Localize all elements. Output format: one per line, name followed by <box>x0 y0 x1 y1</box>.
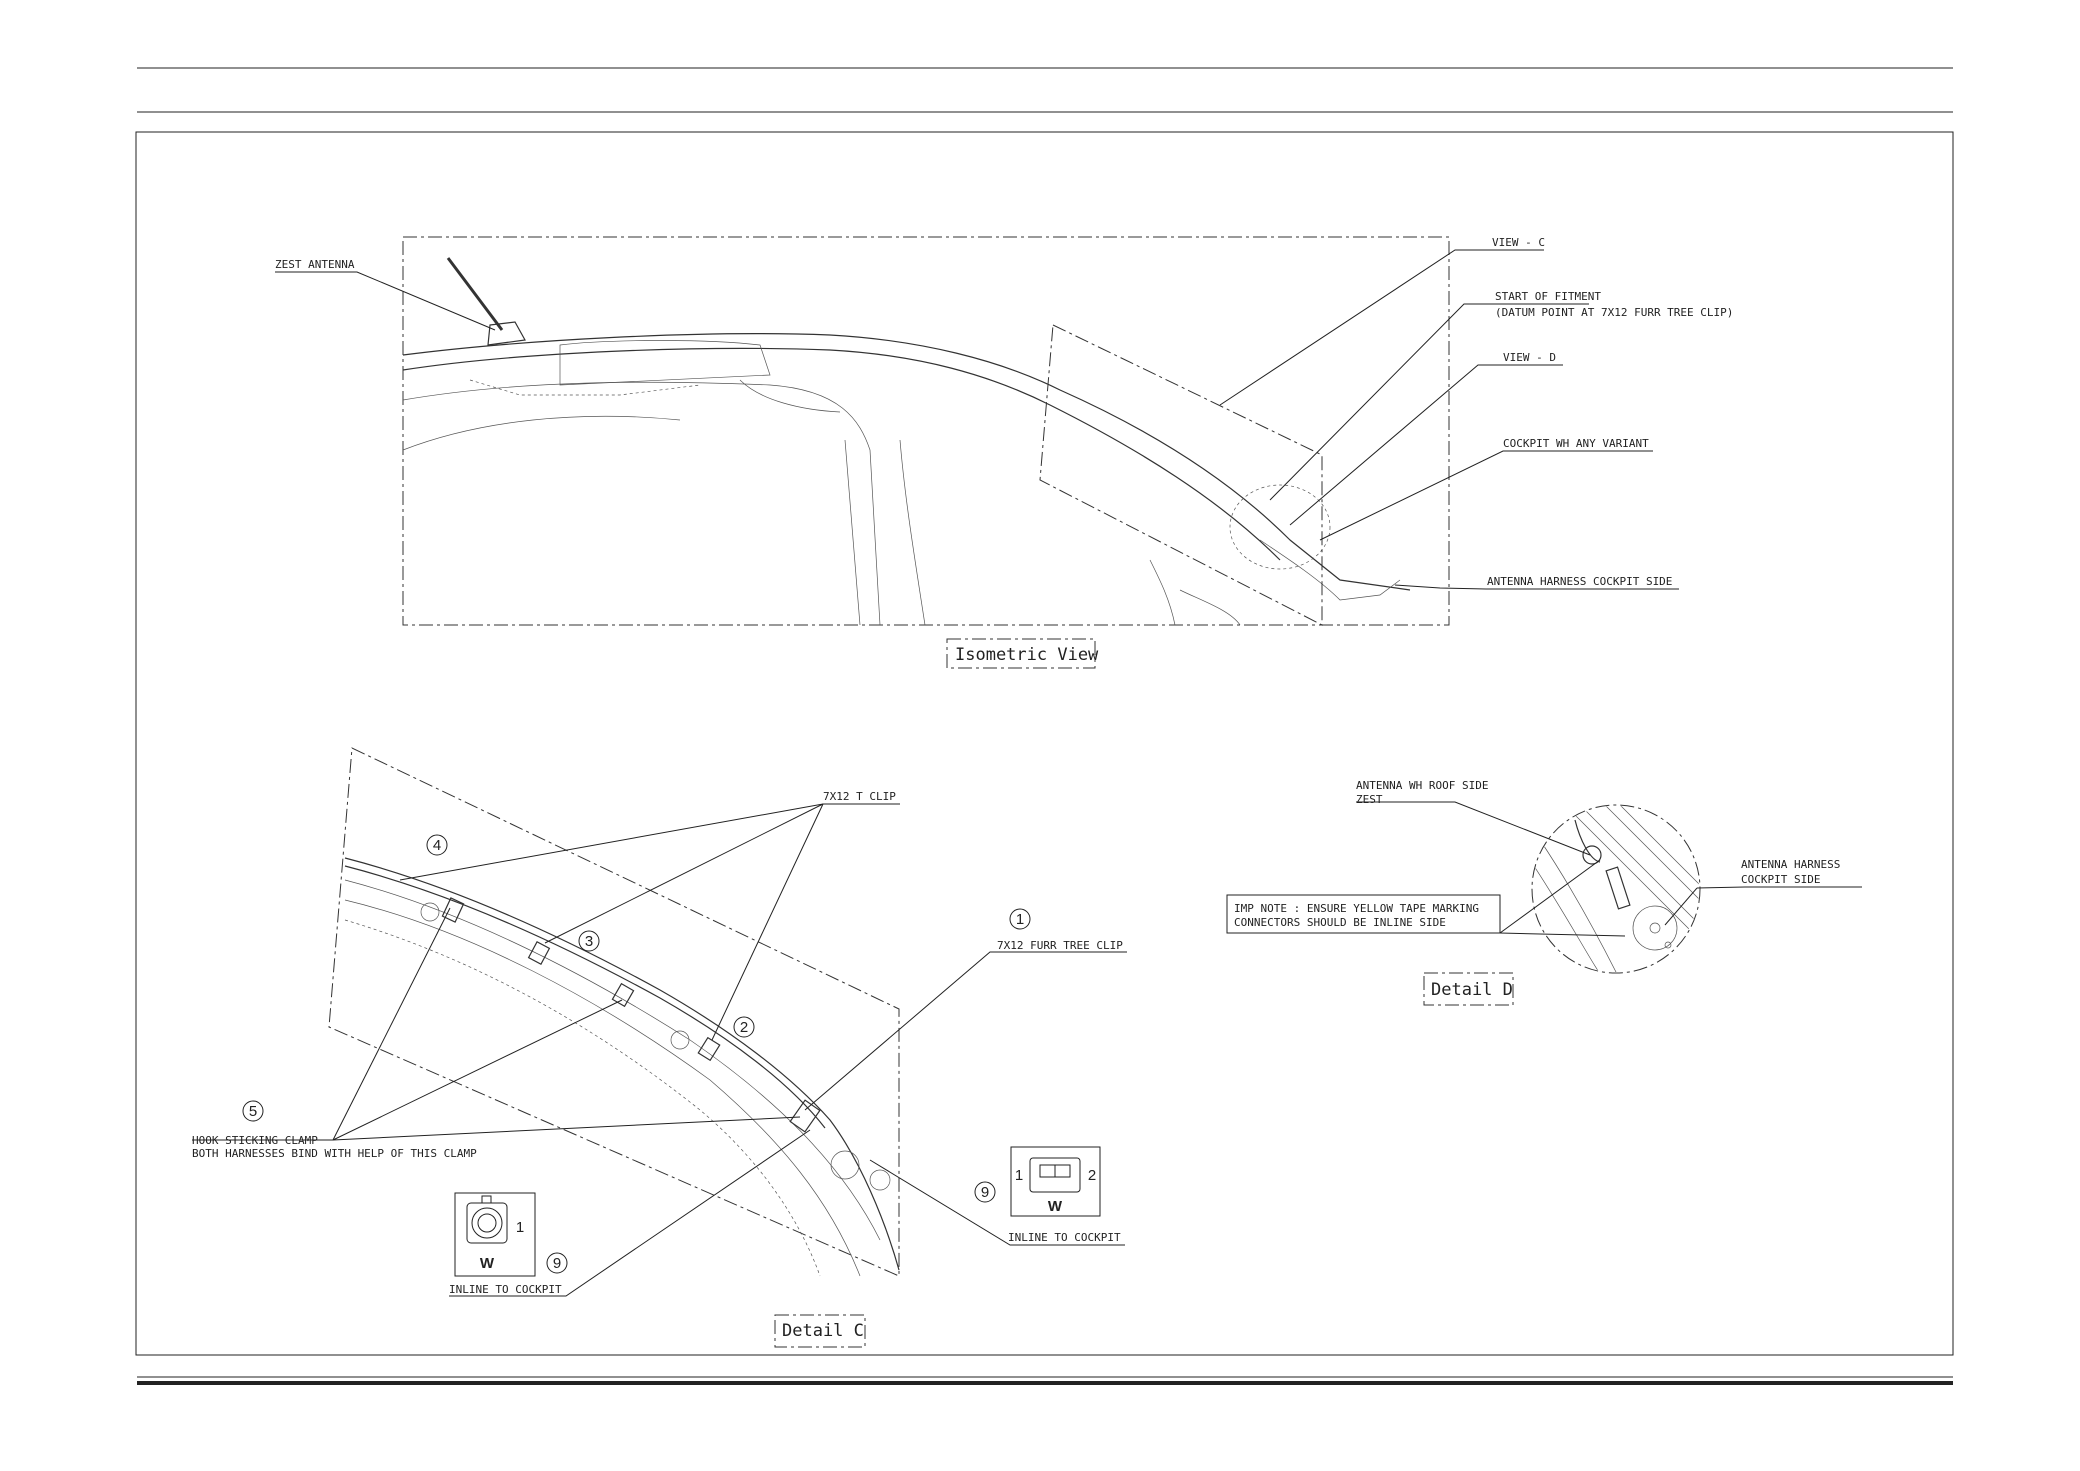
detail-c-boundary <box>328 747 900 1277</box>
isometric-view-title: Isometric View <box>955 645 1099 665</box>
view-c-boundary <box>1039 324 1323 626</box>
drawing-frame <box>135 131 1954 1356</box>
label-cockpit-side: COCKPIT SIDE <box>1741 873 1820 886</box>
label-datum-point: (DATUM POINT AT 7X12 FURR TREE CLIP) <box>1495 306 1733 319</box>
harness-route-drawing <box>344 857 900 1277</box>
detail-c-title-box <box>774 1314 866 1348</box>
connector-face-two-pin: 1 2 W <box>1010 1146 1101 1217</box>
imp-note-line-1: IMP NOTE : ENSURE YELLOW TAPE MARKING <box>1234 902 1479 915</box>
label-hook-sticking-clamp: HOOK STICKING CLAMP <box>192 1134 318 1147</box>
label-antenna-wh-roof-side: ANTENNA WH ROOF SIDE <box>1356 779 1488 792</box>
connector-face-single-pin: 1 W <box>454 1192 536 1277</box>
balloon-9-left: 9 <box>546 1252 568 1274</box>
balloon-1: 1 <box>1009 908 1031 930</box>
detail-d-title-box <box>1423 972 1514 1006</box>
isometric-view-boundary <box>402 236 1450 626</box>
connector-right-color: W <box>1048 1198 1063 1215</box>
detail-d-title: Detail D <box>1431 980 1513 1000</box>
balloon-4: 4 <box>426 834 448 856</box>
balloon-9-right: 9 <box>974 1181 996 1203</box>
svg-text:9: 9 <box>553 1255 561 1272</box>
isometric-view: ZEST ANTENNA VIEW - C START OF FITMENT (… <box>275 236 1733 669</box>
balloon-2: 2 <box>733 1016 755 1038</box>
connector-left-color: W <box>480 1255 495 1272</box>
detail-c-title: Detail C <box>782 1321 864 1341</box>
detail-d-boundary <box>1531 804 1701 974</box>
label-cockpit-wh: COCKPIT WH ANY VARIANT <box>1503 437 1649 450</box>
label-antenna-harness: ANTENNA HARNESS <box>1741 858 1840 871</box>
detail-d-drawing <box>1533 806 1699 972</box>
label-furr-tree-clip: 7X12 FURR TREE CLIP <box>997 939 1123 952</box>
label-inline-to-cockpit-right: INLINE TO COCKPIT <box>1008 1231 1121 1244</box>
label-view-c: VIEW - C <box>1492 236 1545 249</box>
balloon-3: 3 <box>578 930 600 952</box>
isometric-view-title-box <box>946 638 1096 669</box>
label-antenna-harness-cockpit-side: ANTENNA HARNESS COCKPIT SIDE <box>1487 575 1672 588</box>
label-hook-clamp-note: BOTH HARNESSES BIND WITH HELP OF THIS CL… <box>192 1147 477 1160</box>
label-inline-to-cockpit-left: INLINE TO COCKPIT <box>449 1283 562 1296</box>
label-zest: ZEST <box>1356 793 1383 806</box>
detail-c: 7X12 T CLIP 7X12 FURR TREE CLIP HOOK STI… <box>192 747 1127 1348</box>
connector-right-pin-1: 1 <box>1015 1167 1023 1184</box>
connector-right-pin-2: 2 <box>1088 1167 1096 1184</box>
antenna-mast <box>446 257 504 331</box>
svg-text:5: 5 <box>249 1103 257 1120</box>
svg-text:4: 4 <box>433 837 441 854</box>
label-start-of-fitment: START OF FITMENT <box>1495 290 1601 303</box>
svg-text:3: 3 <box>585 933 593 950</box>
detail-d: IMP NOTE : ENSURE YELLOW TAPE MARKING CO… <box>1226 779 1862 1006</box>
label-zest-antenna: ZEST ANTENNA <box>275 258 355 271</box>
label-view-d: VIEW - D <box>1503 351 1556 364</box>
svg-text:1: 1 <box>1016 911 1024 928</box>
imp-note-box <box>1226 894 1501 934</box>
connector-left-pin: 1 <box>516 1219 524 1236</box>
imp-note-line-2: CONNECTORS SHOULD BE INLINE SIDE <box>1234 916 1446 929</box>
label-t-clip: 7X12 T CLIP <box>823 790 896 803</box>
view-d-callout-circle <box>1229 484 1331 570</box>
balloon-5: 5 <box>242 1100 264 1122</box>
svg-text:9: 9 <box>981 1184 989 1201</box>
roof-panel-drawing <box>402 257 1411 626</box>
svg-text:2: 2 <box>740 1019 748 1036</box>
